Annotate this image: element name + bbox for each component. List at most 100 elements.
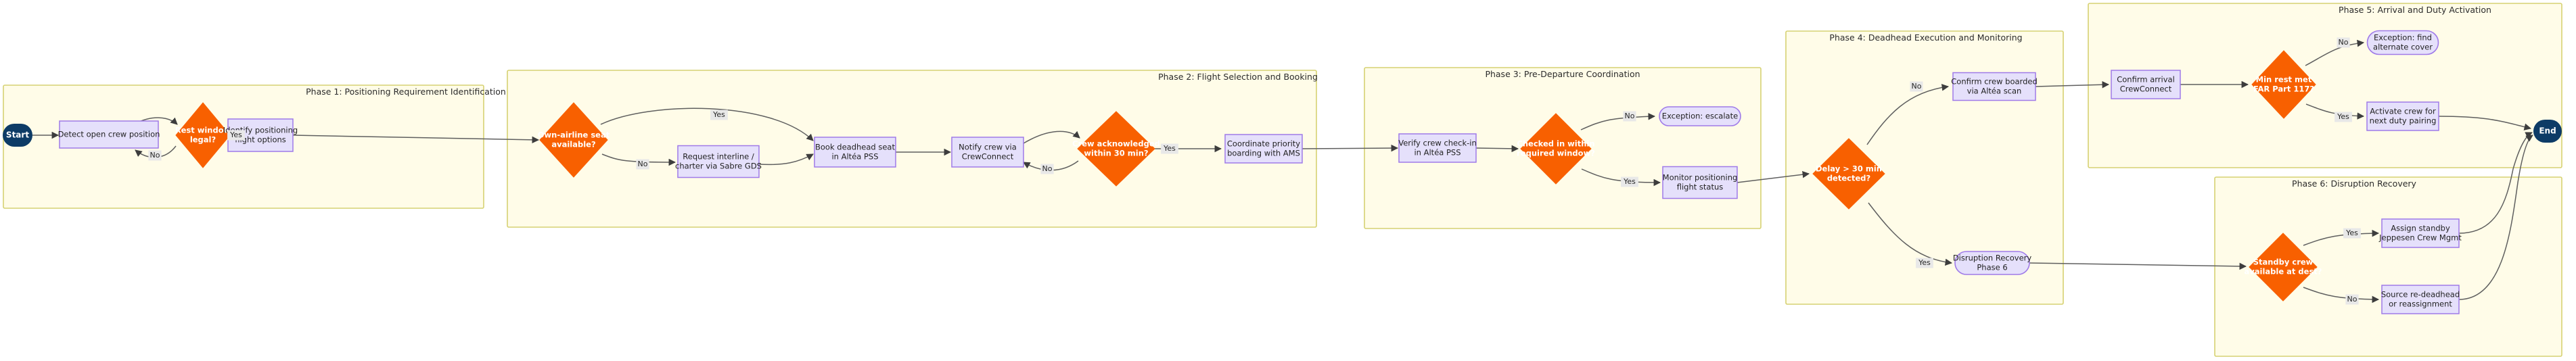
process-box[interactable]	[1952, 72, 2036, 101]
decision-diamond[interactable]	[539, 102, 608, 178]
edge-label-bg	[1623, 111, 1636, 122]
node-label: Exception: find	[2374, 33, 2432, 43]
node-label: Crew acknowledged	[1072, 139, 1160, 149]
edge-label-bg	[2337, 37, 2350, 48]
edge-label-bg	[1040, 164, 1054, 174]
decision-diamond[interactable]	[2249, 233, 2318, 302]
process-box[interactable]	[59, 120, 159, 149]
decision-diamond[interactable]	[1520, 113, 1592, 185]
process-box[interactable]	[1398, 133, 1477, 163]
edge-label-text: No	[1625, 112, 1635, 120]
node-label: in Altéa PSS	[831, 152, 878, 162]
node-label: Rest window	[175, 126, 231, 135]
node-escalate[interactable]: Exception: escalate	[1659, 106, 1741, 126]
nodes: Start Detect open crew position Rest windo…	[3, 30, 2562, 314]
node-label: within 30 min?	[1084, 149, 1148, 158]
node-label: via Altéa scan	[1967, 87, 2022, 96]
node-interline[interactable]: Request interline /charter via Sabre GDS	[675, 145, 762, 178]
phase-title: Phase 2: Flight Selection and Booking	[1158, 72, 1318, 82]
node-detect[interactable]: Detect open crew position	[58, 120, 160, 149]
process-box[interactable]	[1662, 166, 1738, 199]
node-start[interactable]: Start	[3, 124, 32, 147]
edge-label-bg	[227, 130, 245, 141]
node-label: Confirm arrival	[2117, 75, 2175, 85]
edge-label-e-chk-yes: Yes	[1621, 176, 1638, 187]
node-label: Exception: escalate	[1662, 112, 1738, 121]
edge-label-text: No	[2339, 38, 2349, 47]
node-label: Disruption Recovery	[1953, 254, 2032, 263]
edge-label-bg	[1161, 143, 1178, 154]
node-label: Confirm crew boarded	[1951, 77, 2038, 87]
process-box[interactable]	[814, 137, 896, 168]
edge-label-text: No	[2347, 295, 2358, 304]
terminator-shape[interactable]	[2533, 120, 2562, 143]
node-label: Notify crew via	[959, 143, 1017, 152]
process-box[interactable]	[2366, 101, 2439, 131]
decision-diamond[interactable]	[1077, 111, 1155, 187]
node-label: Own-airline seat	[538, 130, 610, 140]
edge-label-bg	[2334, 112, 2352, 122]
node-label: or reassignment	[2389, 299, 2452, 309]
edge-label-text: Yes	[1623, 177, 1636, 186]
node-label: Verify crew check-in	[1398, 139, 1477, 148]
node-label: flight status	[1677, 183, 1724, 192]
process-box[interactable]	[2111, 70, 2181, 99]
edge-label-e-own-yes: Yes	[710, 110, 728, 120]
terminator-shape[interactable]	[3, 124, 32, 147]
edge-label-e-rest117-yes: Yes	[2334, 112, 2352, 122]
node-label: in Altéa PSS	[1414, 148, 1460, 158]
decision-diamond[interactable]	[1812, 138, 1885, 210]
node-label: Monitor positioning	[1663, 173, 1738, 183]
node-label: next duty pairing	[2370, 116, 2437, 126]
node-label: detected?	[1827, 174, 1870, 183]
decision-diamond[interactable]	[175, 102, 231, 168]
node-end[interactable]: End	[2533, 120, 2562, 143]
rounded-box[interactable]	[2366, 30, 2439, 55]
rounded-box[interactable]	[1954, 251, 2030, 275]
edge-label-e-sb-no: No	[2345, 294, 2359, 305]
rounded-box[interactable]	[1659, 106, 1741, 126]
edge-board-verify	[1302, 144, 1399, 152]
node-label: End	[2539, 126, 2556, 136]
node-label: CrewConnect	[962, 152, 1014, 162]
edge-label-text: No	[150, 151, 160, 160]
process-box[interactable]	[2381, 285, 2460, 314]
edge-label-text: Yes	[1918, 258, 1931, 267]
node-label: Min rest met	[2256, 75, 2312, 85]
process-box[interactable]	[677, 145, 760, 178]
node-label: Jeppesen Crew Mgmt	[2378, 233, 2462, 243]
edge-label-bg	[1916, 258, 1933, 268]
edge-label-e-sb-yes: Yes	[2343, 228, 2361, 239]
edge-minrest-act	[2305, 103, 2365, 120]
edge-label-bg	[1910, 81, 1923, 92]
edge-source-end	[2458, 135, 2533, 300]
node-label: Start	[6, 130, 29, 140]
process-box[interactable]	[1224, 134, 1303, 164]
process-box[interactable]	[951, 137, 1024, 168]
phase-container-p5: Phase 5: Arrival and Duty Activation	[2088, 3, 2562, 168]
process-box[interactable]	[2381, 218, 2460, 248]
node-label: required window?	[1517, 149, 1595, 158]
decision-diamond[interactable]	[2251, 50, 2316, 119]
